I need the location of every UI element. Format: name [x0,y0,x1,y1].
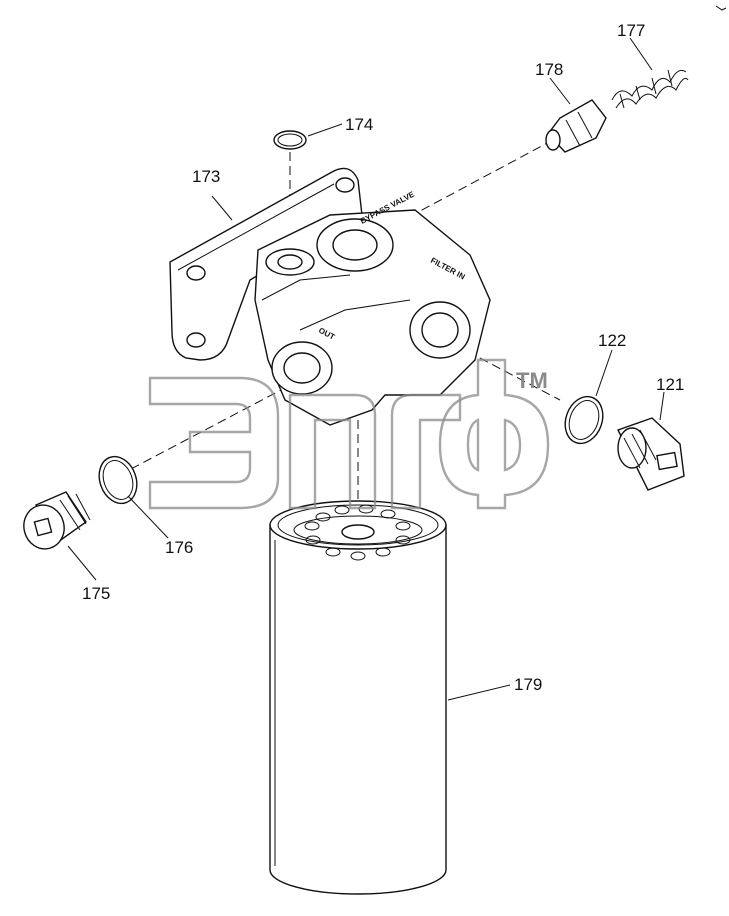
filter-cartridge-179 [269,500,447,895]
callout-173: 173 [192,167,220,186]
watermark-logo: TM [148,358,550,510]
callout-177: 177 [617,21,645,40]
callout-178: 178 [535,60,563,79]
corner-mark [715,5,727,11]
filter-inlet-holes [304,504,411,561]
spring-177 [611,69,689,109]
callout-121: 121 [656,375,684,394]
callout-176: 176 [165,538,193,557]
o-ring-176 [98,455,138,505]
callout-175: 175 [82,584,110,603]
callout-122: 122 [598,331,626,350]
bypass-valve-178 [545,99,607,153]
callout-179: 179 [514,675,542,694]
o-ring-174 [273,130,307,150]
plug-175 [23,491,91,550]
plug-121 [617,417,685,491]
callout-174: 174 [345,115,373,134]
o-ring-122 [564,395,604,445]
leader-lines [67,37,665,701]
watermark-tm: TM [516,368,548,393]
filter-head-173: BYPASS VALVE FILTER IN OUT [169,167,491,426]
